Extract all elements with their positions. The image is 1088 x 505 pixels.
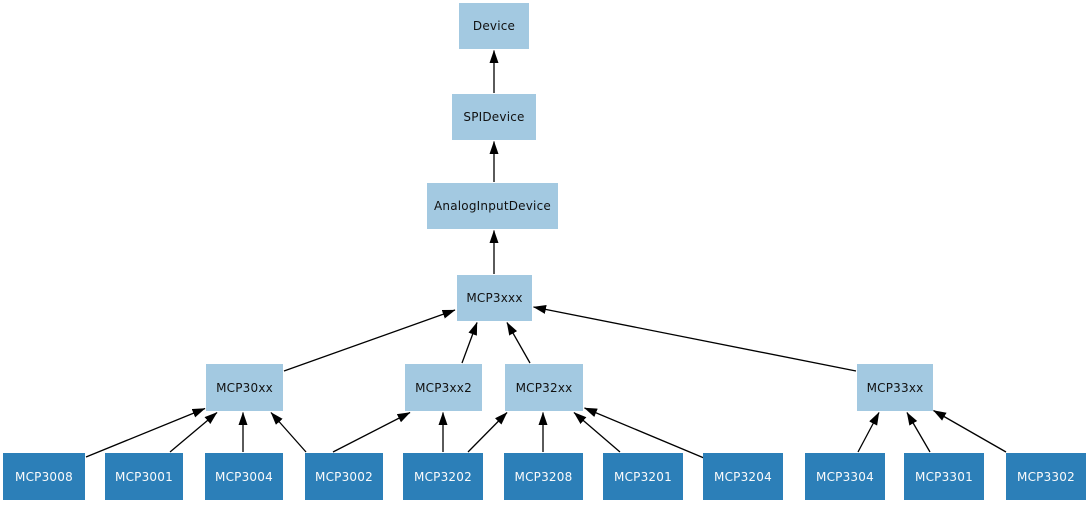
class-node-mcp3202: MCP3202	[403, 453, 483, 500]
class-node-label: MCP3002	[315, 469, 373, 484]
class-node-label: MCP30xx	[216, 380, 273, 395]
class-node-label: MCP32xx	[515, 380, 573, 395]
class-node-mcp3302: MCP3302	[1006, 453, 1086, 500]
inheritance-edge-mcp3301-to-mcp33xx	[906, 412, 931, 453]
class-node-label: MCP3008	[15, 469, 73, 484]
inheritance-edge-mcp3001-to-mcp30xx	[169, 412, 218, 453]
class-node-mcp3201: MCP3201	[603, 453, 683, 500]
class-node-mcp3304: MCP3304	[805, 453, 885, 500]
class-node-spidevice: SPIDevice	[452, 94, 536, 140]
inheritance-edge-mcp3302-to-mcp33xx	[933, 409, 1007, 453]
inheritance-edge-mcp32xx-to-mcp3xxx	[506, 322, 531, 364]
class-node-label: MCP3304	[816, 469, 874, 484]
class-node-label: MCP3202	[414, 469, 472, 484]
class-node-label: AnalogInputDevice	[434, 199, 551, 213]
class-node-label: MCP3201	[614, 469, 672, 484]
class-node-label: MCP3004	[215, 469, 273, 484]
class-node-mcp3301: MCP3301	[904, 453, 984, 500]
class-node-mcp3004: MCP3004	[205, 453, 283, 500]
class-node-label: MCP33xx	[866, 380, 924, 395]
class-node-label: MCP3208	[514, 469, 573, 484]
inheritance-edge-mcp3002-to-mcp3xx2	[332, 411, 411, 453]
class-node-device: Device	[459, 3, 529, 49]
class-node-analoginputdevice: AnalogInputDevice	[427, 183, 558, 229]
class-node-mcp33xx: MCP33xx	[857, 364, 933, 411]
class-node-mcp3204: MCP3204	[703, 453, 783, 500]
class-node-label: MCP3001	[115, 469, 173, 484]
class-node-mcp30xx: MCP30xx	[206, 364, 283, 411]
inheritance-edge-mcp3008-to-mcp30xx	[85, 407, 206, 458]
class-node-mcp3208: MCP3208	[504, 453, 583, 500]
inheritance-edge-mcp30xx-to-mcp3xxx	[283, 309, 456, 372]
class-node-label: MCP3204	[714, 469, 772, 484]
class-node-label: Device	[472, 19, 516, 33]
inheritance-edge-mcp3204-to-mcp32xx	[584, 407, 705, 459]
inheritance-edge-mcp3201-to-mcp32xx	[573, 412, 621, 453]
inheritance-edge-mcp3xx2-to-mcp3xxx	[461, 322, 478, 364]
class-node-label: SPIDevice	[463, 110, 525, 124]
class-node-label: MCP3301	[915, 469, 973, 484]
class-node-mcp3001: MCP3001	[105, 453, 183, 500]
inheritance-edge-mcp3002-to-mcp30xx	[270, 412, 307, 453]
inheritance-edge-mcp3304-to-mcp33xx	[857, 412, 880, 453]
class-node-mcp3xxx: MCP3xxx	[457, 275, 532, 321]
class-node-label: MCP3xxx	[466, 291, 523, 305]
class-node-mcp3xx2: MCP3xx2	[405, 364, 482, 411]
inheritance-edge-mcp33xx-to-mcp3xxx	[533, 305, 857, 372]
class-node-label: MCP3302	[1017, 469, 1075, 484]
class-node-mcp3008: MCP3008	[3, 453, 85, 500]
class-node-mcp32xx: MCP32xx	[505, 364, 583, 411]
class-node-label: MCP3xx2	[415, 380, 472, 395]
class-node-mcp3002: MCP3002	[305, 453, 383, 500]
inheritance-edge-mcp3202-to-mcp32xx	[467, 412, 508, 453]
